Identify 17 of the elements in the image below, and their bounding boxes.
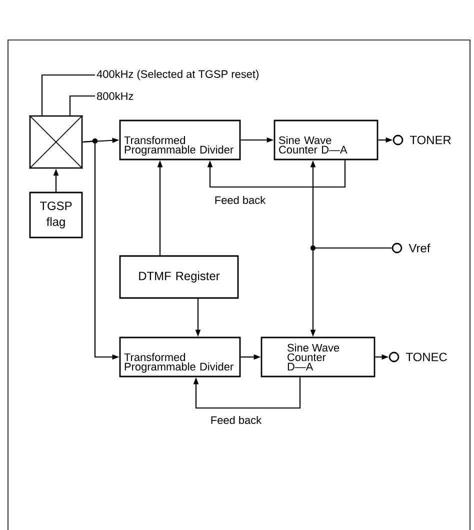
connector-arrow — [207, 160, 346, 188]
frequency-label: 400kHz (Selected at TGSP reset) — [96, 70, 258, 80]
node-label: TONER — [410, 136, 451, 144]
switch-box — [28, 114, 84, 170]
frequency-label: 800kHz — [97, 92, 134, 100]
edge-label: Feed back — [213, 194, 267, 206]
connector-arrow — [193, 377, 301, 409]
block-box: Transformed Programmable Divider — [119, 120, 241, 160]
node-label: TONEC — [406, 352, 447, 362]
connector-arrow — [69, 95, 95, 116]
block-box: Transformed Programmable Divider — [119, 336, 241, 378]
node-label: Vref — [408, 244, 430, 252]
block-box: Sine Wave Counter D—A — [274, 120, 378, 160]
block-box: TGSP flag — [29, 192, 83, 238]
block-box: Sine Wave Counter D—A — [260, 336, 376, 378]
edge-label: Feed back — [209, 414, 263, 426]
block-box: DTMF Register — [119, 255, 239, 299]
